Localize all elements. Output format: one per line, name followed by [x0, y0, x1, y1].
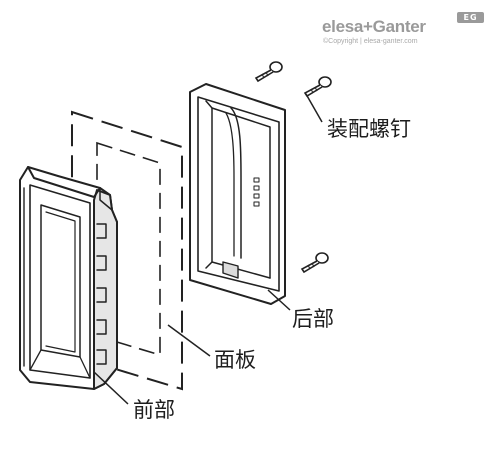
- label-rear: 后部: [292, 307, 334, 331]
- brand-badge: EG: [457, 12, 484, 23]
- label-front: 前部: [133, 398, 175, 422]
- brand-copyright: ©Copyright | elesa-ganter.com: [323, 38, 418, 45]
- screw-top-right: [303, 76, 332, 98]
- brand-name: elesa+Ganter: [322, 17, 426, 36]
- leader-front: [93, 371, 129, 405]
- label-screws: 装配螺钉: [327, 117, 411, 141]
- brand-logo: EG elesa+Ganter ©Copyright | elesa-gante…: [318, 11, 488, 45]
- screw-bottom: [300, 252, 329, 274]
- leader-screws: [305, 93, 323, 123]
- leader-panel: [167, 324, 211, 357]
- leader-rear: [267, 289, 291, 311]
- screw-top-left: [254, 61, 283, 83]
- leader-lines: [93, 93, 323, 405]
- label-panel: 面板: [214, 348, 256, 372]
- front-part: [19, 166, 118, 390]
- panel-outline: [71, 110, 183, 391]
- rear-part: [189, 83, 286, 305]
